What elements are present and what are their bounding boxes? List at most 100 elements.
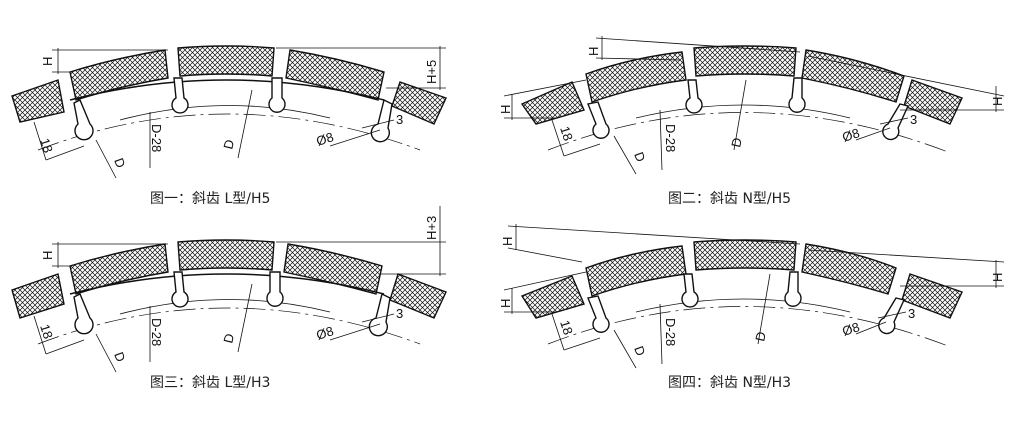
h-ext-top [595,37,801,53]
h2-ext [503,271,587,291]
slot-3 [266,271,284,307]
slot-4 [370,98,393,143]
inner-arc [635,104,851,119]
segment-3 [801,243,897,295]
segment-1 [585,245,687,297]
dim-18-label: 18 [37,136,56,154]
phi8-leader [855,321,887,335]
phi8-label: Ø8 [314,323,335,343]
dim-3-leader [877,311,907,319]
h-label-left: H [498,105,513,114]
h-ext-bot [507,247,583,263]
segment-3 [801,49,905,103]
h-ext-top [507,225,801,245]
d-line-2 [237,283,253,353]
body-arc [69,273,385,295]
h-label: H [40,57,55,66]
slot-2 [171,271,189,308]
slot-2 [171,77,189,114]
d-line-1 [95,333,117,373]
slot-1 [73,99,94,141]
inner-arc [119,299,331,315]
dim-3-leader [361,119,395,129]
figure-caption: 图四：斜齿 N型/H3 [668,375,791,391]
slot-2 [685,79,703,114]
slot-3 [788,77,806,113]
d-line-2 [733,79,747,151]
dim-18-ext [45,339,85,355]
figure-2: H H H 18 D D-28 D Ø8 3 图二：斜齿 N型/H5 [498,36,1005,207]
phi8-label: Ø8 [314,129,335,149]
phi8-leader [329,323,381,341]
segment-right-end [903,79,963,125]
inner-arc [119,105,331,121]
slot-1 [73,293,94,335]
slot-3 [268,77,286,113]
dim-3-label: 3 [908,306,915,321]
dim-3-leader [879,117,909,125]
phi8-leader [329,129,381,147]
slot-1 [587,295,610,333]
dim-18-label: 18 [557,318,576,336]
segment-right-end [391,81,447,125]
h-label-top: H [586,47,601,56]
d28-line [659,109,663,171]
d28-label: D-28 [663,318,678,346]
h-label-right: H [990,97,1005,106]
dim-18-ext [563,337,601,351]
h-label-left: H [498,299,513,308]
figure-3: H H+3 18 D D-28 D Ø8 3 图三：斜齿 L型/H3 [11,206,447,391]
h-label: H [40,251,55,260]
h3-ext [807,55,1005,97]
phi8-label: Ø8 [840,125,861,145]
dim-3-label: 3 [910,112,917,127]
dim-18-label: 18 [557,124,576,142]
segment-1 [69,49,169,101]
d-line-1 [613,135,637,175]
h3-ext [807,249,1005,263]
dim-18-line [33,315,47,355]
d-label-2: D [728,136,745,148]
dim-3-leader [361,313,395,323]
h-label-right: H [990,273,1005,282]
segment-1 [69,243,169,295]
d-label-1: D [631,150,648,164]
d-label-2: D [220,138,237,151]
dim-18-ext [45,145,85,161]
segment-left-end [11,273,65,319]
d-line-2 [757,273,771,345]
dim-18-line [33,121,47,161]
dim-18-ext [563,143,601,157]
d-label-2: D [752,330,769,342]
slot-3 [784,271,802,307]
figure-caption: 图一：斜齿 L型/H5 [150,191,270,207]
segment-2 [177,45,275,77]
d-label-1: D [111,156,128,170]
h2-ext [503,79,587,97]
d28-label: D-28 [149,124,164,152]
h-label-top: H [500,237,515,246]
dim-18-line [551,119,565,157]
d-label-1: D [111,350,128,364]
figure-caption: 图二：斜齿 N型/H5 [668,191,791,207]
dim-18-line [551,313,565,351]
phi8-label: Ø8 [840,319,861,339]
segment-2 [693,45,797,77]
dim-3-label: 3 [396,112,403,127]
phi8-leader [855,127,891,141]
dim-3-label: 3 [396,306,403,321]
segment-2 [693,239,797,271]
height-label: H+3 [424,216,439,240]
segment-3 [283,243,383,295]
figure-caption: 图三：斜齿 L型/H3 [150,375,270,391]
height-label: H+5 [424,60,439,84]
segment-3 [285,49,385,101]
segment-right-end [389,273,447,319]
d-line-2 [237,89,253,159]
slot-4 [368,292,391,337]
d28-label: D-28 [149,318,164,346]
inner-arc [635,298,851,313]
d-line-1 [613,329,637,369]
segment-2 [177,239,275,271]
